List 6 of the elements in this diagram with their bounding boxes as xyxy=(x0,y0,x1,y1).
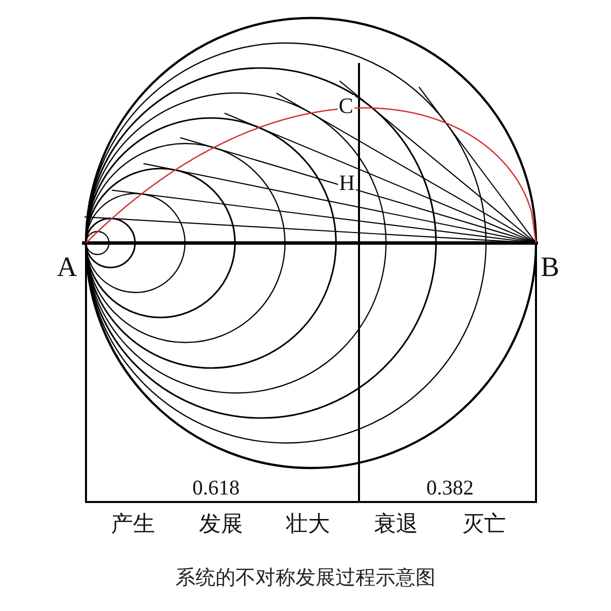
label-text: 壮大 xyxy=(285,513,331,535)
label-text: 发展 xyxy=(198,513,244,535)
label-text: 产生 xyxy=(110,513,156,535)
label-text: 衰退 xyxy=(373,513,419,535)
caption: 系统的不对称发展过程示意图 xyxy=(174,566,436,590)
label-text: 灭亡 xyxy=(461,513,507,535)
